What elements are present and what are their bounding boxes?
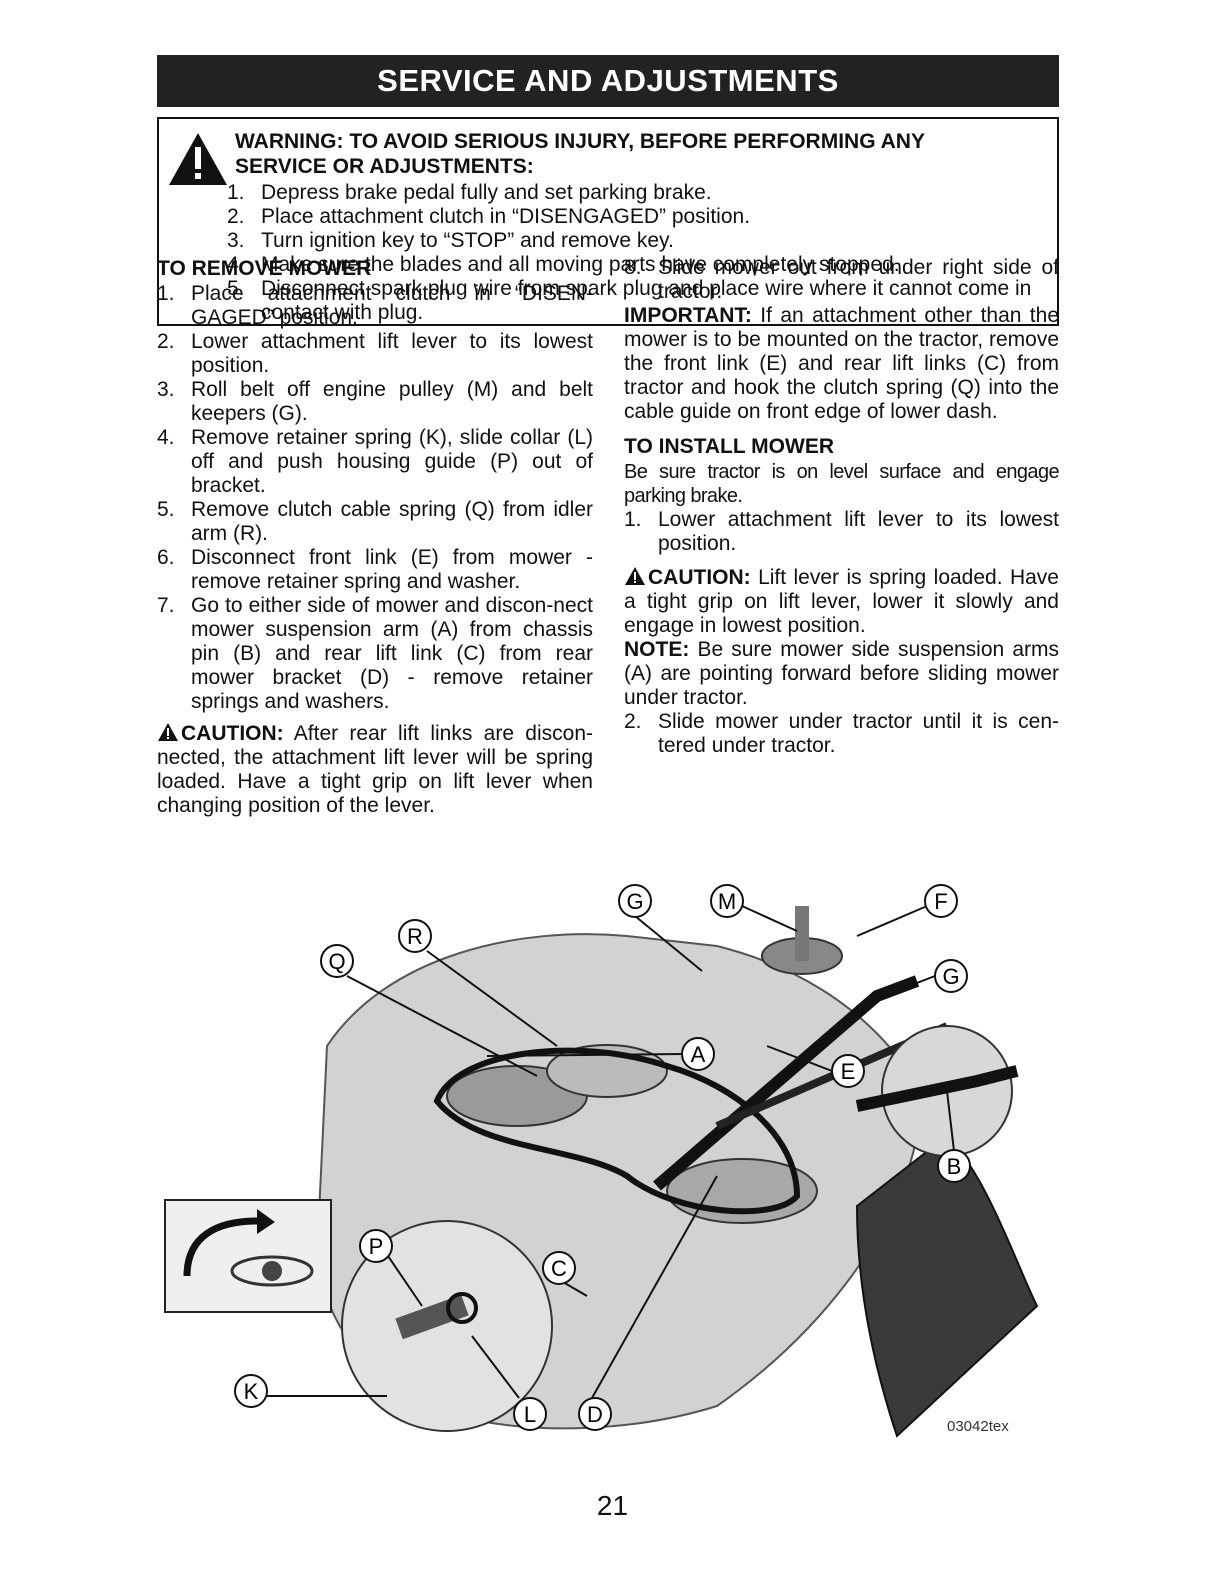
svg-text:P: P xyxy=(369,1234,384,1259)
install-intro: Be sure tractor is on level surface and … xyxy=(624,461,1060,507)
remove-caution: CAUTION: After rear lift links are disco… xyxy=(157,722,593,817)
svg-text:E: E xyxy=(841,1059,856,1084)
retainer-spring-loop xyxy=(230,1255,314,1287)
svg-text:F: F xyxy=(934,889,947,914)
list-item: 1.Depress brake pedal fully and set park… xyxy=(227,181,712,204)
list-item: 5.Disconnect spark plug wire from spark … xyxy=(227,277,1032,324)
callout-g1: G xyxy=(618,884,652,918)
retainer-spring xyxy=(446,1292,478,1324)
caution-triangle-icon xyxy=(158,723,178,741)
list-item: 7.Go to either side of mower and discon-… xyxy=(157,594,593,713)
callout-b: B xyxy=(937,1149,971,1183)
callout-k: K xyxy=(234,1374,268,1408)
list-item: 4.Remove retainer spring (K), slide coll… xyxy=(157,426,593,497)
svg-text:Q: Q xyxy=(328,949,345,974)
svg-text:C: C xyxy=(551,1256,567,1281)
callout-g2: G xyxy=(934,959,968,993)
list-item: 1.Lower attachment lift lever to its low… xyxy=(624,508,1059,555)
remove-heading: TO REMOVE MOWER xyxy=(157,257,372,280)
callout-c: C xyxy=(542,1251,576,1285)
svg-text:M: M xyxy=(718,889,736,914)
install-step-2: 2.Slide mower under tractor until it is … xyxy=(624,710,1059,758)
install-caution: CAUTION: Lift lever is spring loaded. Ha… xyxy=(624,566,1059,637)
warning-triangle-icon xyxy=(169,133,227,185)
list-item: 2.Place attachment clutch in “DISENGAGED… xyxy=(227,205,751,228)
list-item: 3.Turn ignition key to “STOP” and remove… xyxy=(227,229,674,252)
list-item: 4.Make sure the blades and all moving pa… xyxy=(227,253,900,276)
list-item: 6.Disconnect front link (E) from mower -… xyxy=(157,546,593,593)
list-item: 2.Lower attachment lift lever to its low… xyxy=(157,330,593,377)
arrow-head xyxy=(257,1209,275,1234)
svg-text:D: D xyxy=(587,1402,603,1427)
list-item: 2.Slide mower under tractor until it is … xyxy=(624,710,1059,757)
right-column: 8.Slide mower out from under right side … xyxy=(624,256,1060,758)
svg-text:B: B xyxy=(947,1154,962,1179)
remove-steps: 1.Place attachment clutch in “DISEN-GAGE… xyxy=(157,282,593,714)
install-heading: TO INSTALL MOWER xyxy=(624,435,834,458)
chassis-pin-arm xyxy=(855,1065,1019,1112)
retainer-detail xyxy=(341,1220,553,1432)
remove-heading-wrap: TO REMOVE MOWER xyxy=(157,256,371,282)
warning-heading: WARNING: TO AVOID SERIOUS INJURY, BEFORE… xyxy=(235,130,925,178)
callout-d: D xyxy=(578,1397,612,1431)
callout-q: Q xyxy=(320,944,354,978)
callout-r: R xyxy=(398,919,432,953)
warning-box: WARNING: TO AVOID SERIOUS INJURY, BEFORE… xyxy=(157,117,1059,326)
caution-triangle-icon xyxy=(625,567,645,585)
section-banner: SERVICE AND ADJUSTMENTS xyxy=(157,55,1059,107)
svg-text:R: R xyxy=(407,924,423,949)
callout-f: F xyxy=(924,884,958,918)
engine-pulley-shaft xyxy=(795,906,809,961)
callout-a: A xyxy=(681,1037,715,1071)
install-step-1: 1.Lower attachment lift lever to its low… xyxy=(624,508,1059,556)
figure-code: 03042tex xyxy=(947,1418,1009,1435)
svg-text:K: K xyxy=(244,1379,259,1404)
install-note: NOTE: Be sure mower side suspension arms… xyxy=(624,638,1059,709)
remove-step-8: 8.Slide mower out from under right side … xyxy=(624,256,1059,304)
callout-labels: G M F G Q R A E B P C K L D xyxy=(234,884,971,1431)
list-item: 8.Slide mower out from under right side … xyxy=(624,256,1059,303)
section-title: SERVICE AND ADJUSTMENTS xyxy=(377,63,839,98)
list-item: 5.Remove clutch cable spring (Q) from id… xyxy=(157,498,593,545)
housing-guide xyxy=(395,1294,469,1340)
page-number: 21 xyxy=(596,1490,629,1521)
rotate-arrow-icon xyxy=(183,1217,258,1277)
svg-text:L: L xyxy=(524,1402,536,1427)
svg-text:A: A xyxy=(691,1042,706,1067)
remove-column: 1.Place attachment clutch in “DISEN-GAGE… xyxy=(157,282,593,818)
svg-text:G: G xyxy=(626,889,643,914)
retainer-hub xyxy=(262,1261,282,1281)
list-item: 1.Place attachment clutch in “DISEN-GAGE… xyxy=(157,282,593,329)
callout-p: P xyxy=(359,1229,393,1263)
svg-text:G: G xyxy=(942,964,959,989)
drive-belt xyxy=(433,1047,801,1215)
warning-steps: 1.Depress brake pedal fully and set park… xyxy=(227,181,1047,325)
callout-e: E xyxy=(831,1054,865,1088)
callout-l: L xyxy=(513,1397,547,1431)
important-note: IMPORTANT: If an attachment other than t… xyxy=(624,304,1059,423)
list-item: 3.Roll belt off engine pulley (M) and be… xyxy=(157,378,593,425)
mower-deck-illustration: G M F G Q R A E B P C K L D 03042tex xyxy=(164,884,1039,1438)
leader-lines xyxy=(267,905,955,1399)
discharge-chute xyxy=(855,1134,1039,1438)
callout-m: M xyxy=(710,884,744,918)
